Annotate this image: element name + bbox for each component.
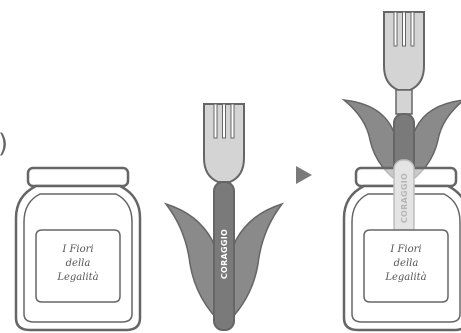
middle-handle-word: CORAGGIO xyxy=(220,229,229,279)
left-jar-lid xyxy=(28,168,128,186)
left-jar-label-line2: della xyxy=(66,258,91,269)
right-jar-label-line2: della xyxy=(394,258,419,269)
right-handle-word-ghost: CORAGGIO xyxy=(400,173,409,223)
left-jar: I Fiori della Legalità xyxy=(16,168,140,330)
middle-fork-flower: CORAGGIO xyxy=(166,104,282,330)
right-jar-label-line3: Legalità xyxy=(384,272,426,283)
middle-fork-tine-gap-1 xyxy=(214,104,217,138)
left-jar-label-line3: Legalità xyxy=(56,272,98,283)
right-fork-tine-gap-3 xyxy=(411,12,414,46)
right-fork-neck xyxy=(396,90,412,114)
play-arrow-icon xyxy=(296,166,312,184)
middle-fork-tine-gap-3 xyxy=(231,104,234,138)
middle-fork-tine-gap-2 xyxy=(223,104,226,138)
right-jar-label-line1: I Fiori xyxy=(389,244,421,255)
right-fork-tine-gap-1 xyxy=(394,12,397,46)
left-jar-label-line1: I Fiori xyxy=(61,244,93,255)
right-jar-composition: CORAGGIO I Fiori della Legalità xyxy=(344,12,461,330)
partial-character: ) xyxy=(0,129,8,159)
right-fork-tine-gap-2 xyxy=(403,12,406,46)
